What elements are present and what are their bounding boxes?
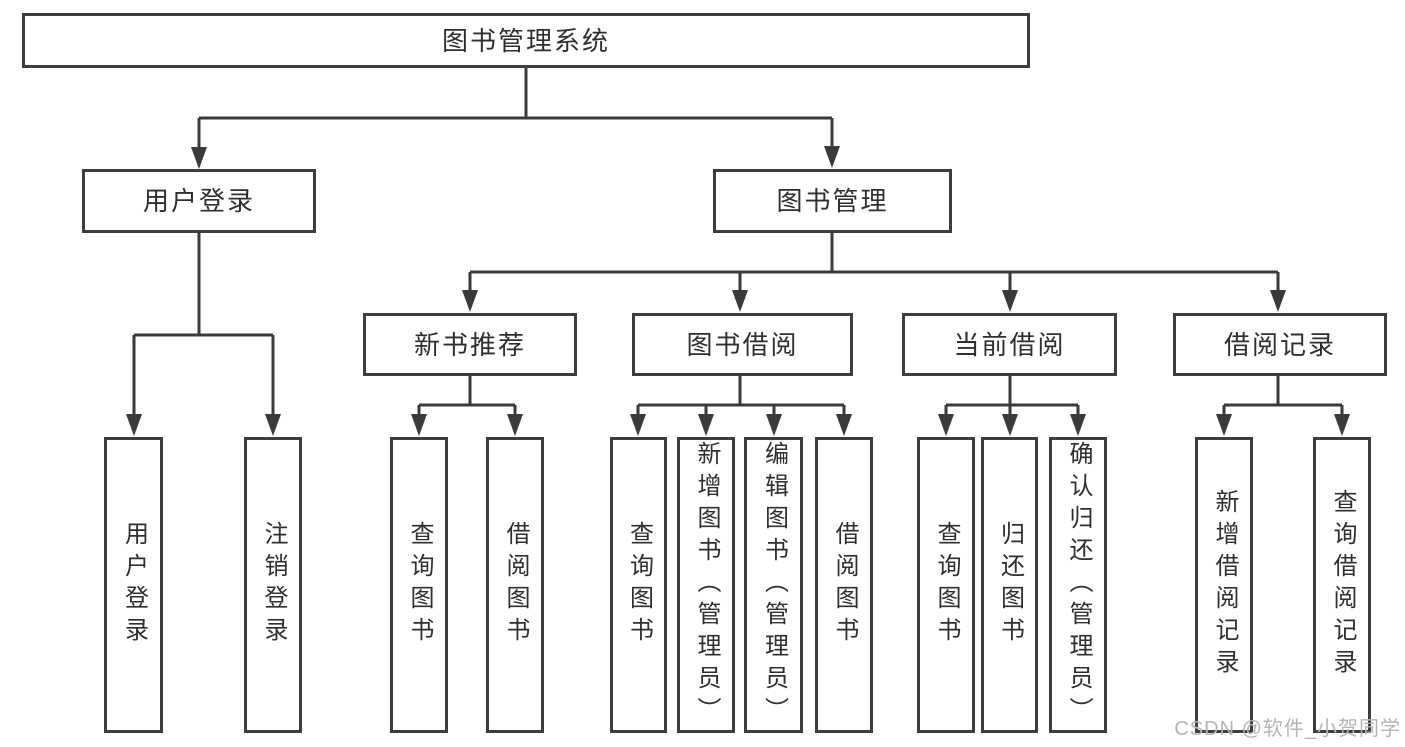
arrow-down-icon: [462, 290, 478, 312]
node-leaf-add-book-admin: 新增图书（管理员）: [677, 437, 735, 733]
node-label: 借阅图书: [502, 521, 529, 649]
node-leaf-borrow-books-2: 借阅图书: [815, 437, 873, 733]
arrow-down-icon: [507, 414, 523, 436]
arrow-down-icon: [938, 414, 954, 436]
node-label: 新增借阅记录: [1211, 489, 1238, 681]
node-leaf-query-books-1: 查询图书: [390, 437, 448, 733]
node-new-book-recommend: 新书推荐: [363, 313, 577, 376]
connector-book-borrow-children: [636, 375, 846, 418]
node-label: 编辑图书（管理员）: [760, 441, 788, 729]
node-root-system: 图书管理系统: [22, 13, 1030, 68]
node-label: 用户登录: [120, 521, 148, 649]
connector-root-to-level2: [197, 68, 834, 150]
node-leaf-query-books-3: 查询图书: [917, 437, 975, 733]
arrow-down-icon: [191, 147, 207, 169]
node-label: 图书管理系统: [441, 25, 610, 56]
arrow-down-icon: [630, 414, 646, 436]
node-label: 归还图书: [996, 521, 1024, 649]
arrow-down-icon: [265, 414, 281, 436]
node-book-management: 图书管理: [713, 169, 952, 233]
arrow-down-icon: [824, 146, 840, 168]
node-label: 用户登录: [142, 186, 255, 216]
arrow-down-icon: [1070, 414, 1086, 436]
node-label: 新增图书（管理员）: [693, 441, 720, 729]
node-label: 借阅记录: [1223, 329, 1336, 360]
node-borrowing-records: 借阅记录: [1173, 313, 1387, 376]
node-book-borrowing: 图书借阅: [632, 313, 853, 376]
arrow-down-icon: [1002, 414, 1018, 436]
node-label: 借阅图书: [831, 521, 858, 649]
arrow-down-icon: [836, 414, 852, 436]
node-leaf-add-borrow-record: 新增借阅记录: [1195, 437, 1253, 733]
node-leaf-user-login: 用户登录: [104, 437, 163, 733]
arrow-down-icon: [1270, 290, 1286, 312]
connector-borrow-records-children: [1222, 375, 1344, 418]
node-label: 当前借阅: [953, 329, 1066, 360]
node-label: 查询借阅记录: [1329, 489, 1356, 681]
node-label: 新书推荐: [413, 329, 526, 360]
arrow-down-icon: [732, 290, 748, 312]
node-leaf-query-borrow-record: 查询借阅记录: [1313, 437, 1371, 733]
arrow-down-icon: [126, 414, 142, 436]
node-leaf-logout: 注销登录: [244, 437, 302, 733]
node-leaf-return-book: 归还图书: [981, 437, 1038, 733]
node-leaf-confirm-return-admin: 确认归还（管理员）: [1049, 437, 1107, 733]
arrow-down-icon: [698, 414, 714, 436]
arrowheads: [126, 146, 1350, 436]
node-label: 查询图书: [406, 521, 433, 649]
connector-book-mgmt-children: [468, 233, 1280, 294]
node-label: 图书管理: [776, 186, 889, 216]
connector-new-books-children: [417, 376, 517, 418]
node-label: 图书借阅: [686, 329, 799, 360]
node-current-borrowing: 当前借阅: [902, 313, 1117, 376]
connector-user-login-children: [132, 232, 275, 418]
arrow-down-icon: [1334, 414, 1350, 436]
arrow-down-icon: [766, 414, 782, 436]
node-leaf-query-books-2: 查询图书: [610, 437, 667, 733]
node-label: 查询图书: [933, 521, 960, 649]
arrow-down-icon: [411, 414, 427, 436]
node-user-login: 用户登录: [82, 169, 316, 233]
csdn-watermark: CSDN @软件_小贺同学: [1174, 718, 1401, 740]
node-label: 确认归还（管理员）: [1065, 441, 1092, 729]
node-label: 查询图书: [625, 521, 653, 649]
node-leaf-borrow-books-1: 借阅图书: [486, 437, 544, 733]
node-leaf-edit-book-admin: 编辑图书（管理员）: [744, 437, 803, 733]
node-label: 注销登录: [260, 521, 287, 649]
arrow-down-icon: [1002, 290, 1018, 312]
connector-current-borrow-children: [944, 375, 1080, 418]
arrow-down-icon: [1216, 414, 1232, 436]
